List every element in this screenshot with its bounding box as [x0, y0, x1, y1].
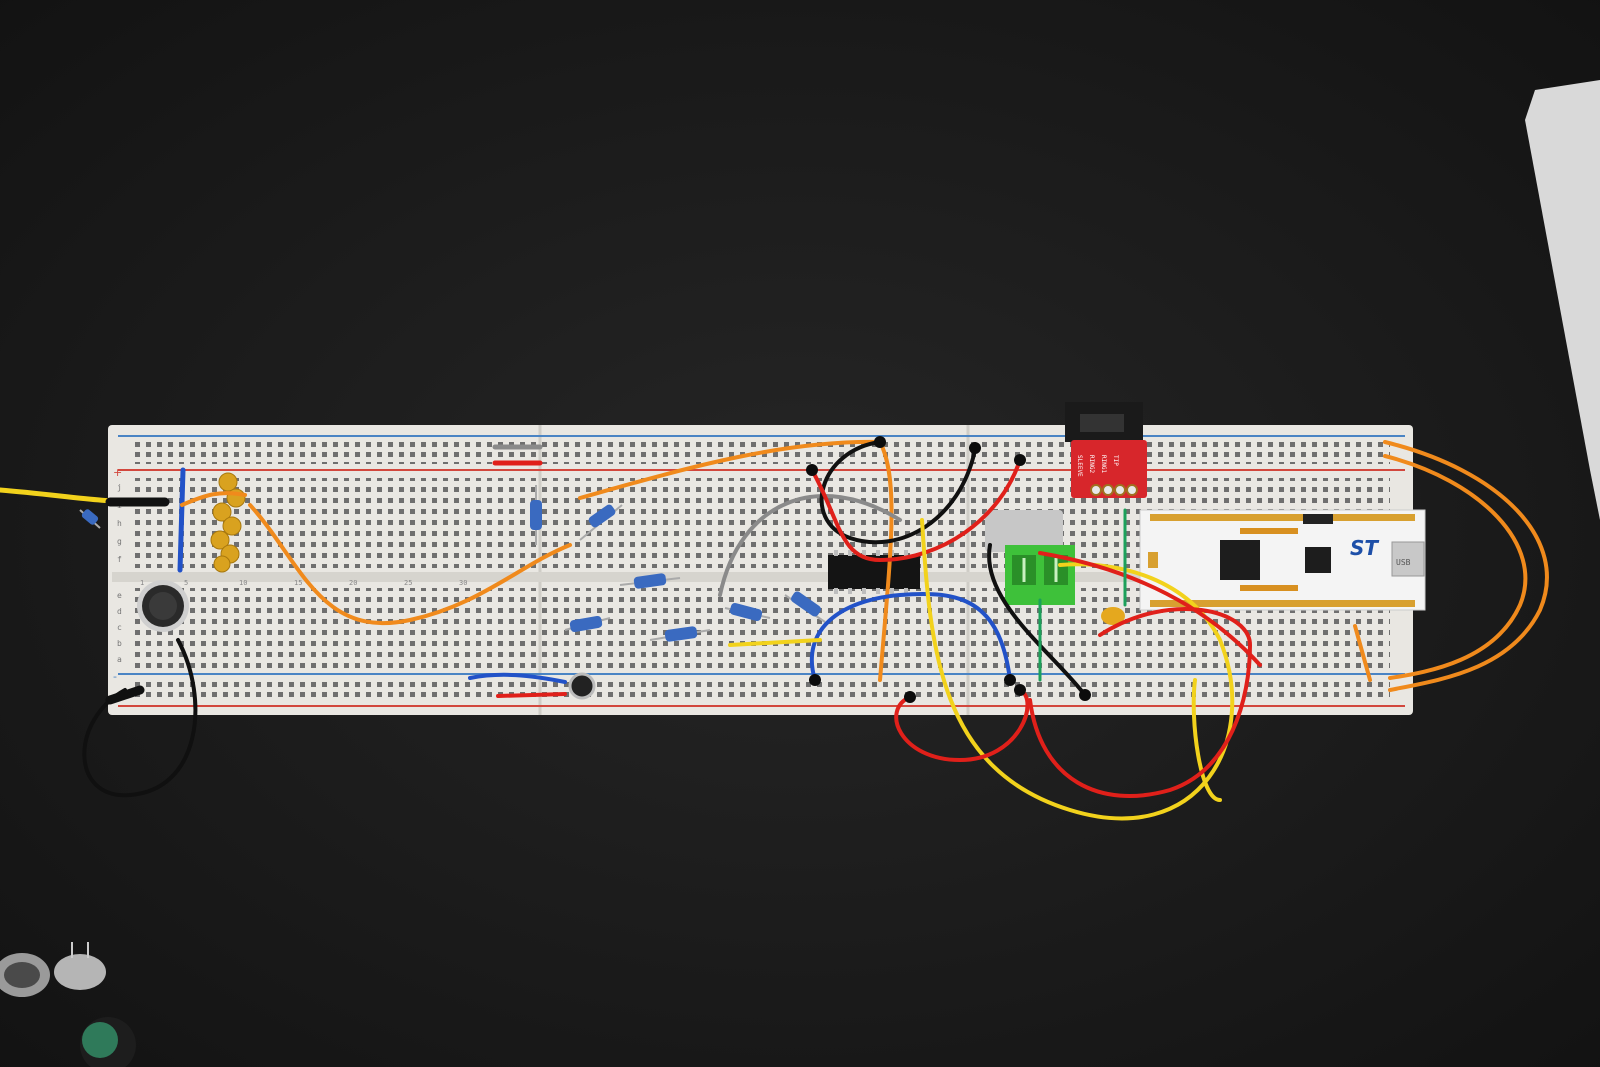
usb-label: USB — [1396, 558, 1411, 567]
blue-wire — [468, 672, 567, 684]
jack-pin-label: RING2 — [1088, 455, 1095, 473]
loose-microphones — [0, 942, 136, 1067]
orange-wire — [578, 439, 882, 500]
jack-pin-label: RING1 — [1100, 455, 1107, 473]
row-letter: f — [117, 555, 122, 564]
yellow-wire — [728, 638, 822, 647]
column-number: 15 — [294, 579, 302, 587]
red-wire — [496, 692, 567, 698]
wire-plugs — [806, 436, 1091, 703]
orange-wire — [1383, 454, 1528, 680]
resistors — [79, 485, 826, 642]
column-number: 30 — [459, 579, 467, 587]
rail-plus-label: + — [113, 466, 122, 479]
orange-wire — [248, 503, 572, 626]
red-wire — [1038, 551, 1262, 667]
microcontroller-board: USB ST — [1139, 509, 1426, 611]
row-letter: d — [117, 607, 122, 616]
black-wire — [987, 543, 1087, 697]
column-number: 20 — [349, 579, 357, 587]
row-letter: a — [117, 655, 122, 664]
st-logo: ST — [1350, 536, 1379, 560]
row-letter: c — [117, 623, 122, 632]
resistor — [579, 504, 623, 541]
column-number: 1 — [140, 579, 144, 587]
paper-sheet — [1525, 80, 1600, 520]
electrolytic-capacitor — [568, 672, 596, 700]
red-wire — [810, 458, 1022, 563]
resistor — [724, 602, 771, 622]
row-letter: b — [117, 639, 122, 648]
row-letter: j — [117, 483, 122, 492]
resistor — [649, 626, 711, 642]
column-number: 25 — [404, 579, 412, 587]
row-letter: e — [117, 591, 122, 600]
yellow-wire — [920, 518, 1235, 821]
electret-microphone — [137, 580, 189, 632]
row-letter: g — [117, 537, 122, 546]
jack-pin-label: TIP — [1112, 455, 1119, 466]
yellow-wire — [1191, 678, 1222, 802]
ceramic-capacitors — [210, 472, 246, 573]
jumper-wires — [0, 439, 1549, 821]
resistor — [619, 573, 681, 589]
black-wire — [819, 440, 977, 545]
rail-minus-label: - — [113, 670, 117, 683]
orange-wire — [878, 440, 894, 682]
orange-wire — [1383, 440, 1549, 692]
resistor — [784, 591, 826, 623]
gray-wire — [718, 494, 902, 597]
orange-wire — [1353, 624, 1372, 682]
audio-jack-breakout: SLEEVE RING2 RING1 TIP — [1065, 402, 1147, 498]
red-wire — [894, 688, 1030, 763]
row-letter: h — [117, 519, 122, 528]
resistor — [530, 485, 542, 545]
red-wire — [1028, 607, 1253, 798]
tantalum-capacitor — [1101, 607, 1125, 625]
column-number: 5 — [184, 579, 188, 587]
jack-pin-label: SLEEVE — [1076, 455, 1083, 477]
resistor — [79, 509, 101, 529]
blue-wire — [177, 467, 186, 573]
resistor — [564, 615, 611, 633]
orange-wire — [180, 491, 247, 507]
black-wire — [82, 638, 198, 798]
column-number: 10 — [239, 579, 247, 587]
black-wire — [105, 685, 145, 705]
